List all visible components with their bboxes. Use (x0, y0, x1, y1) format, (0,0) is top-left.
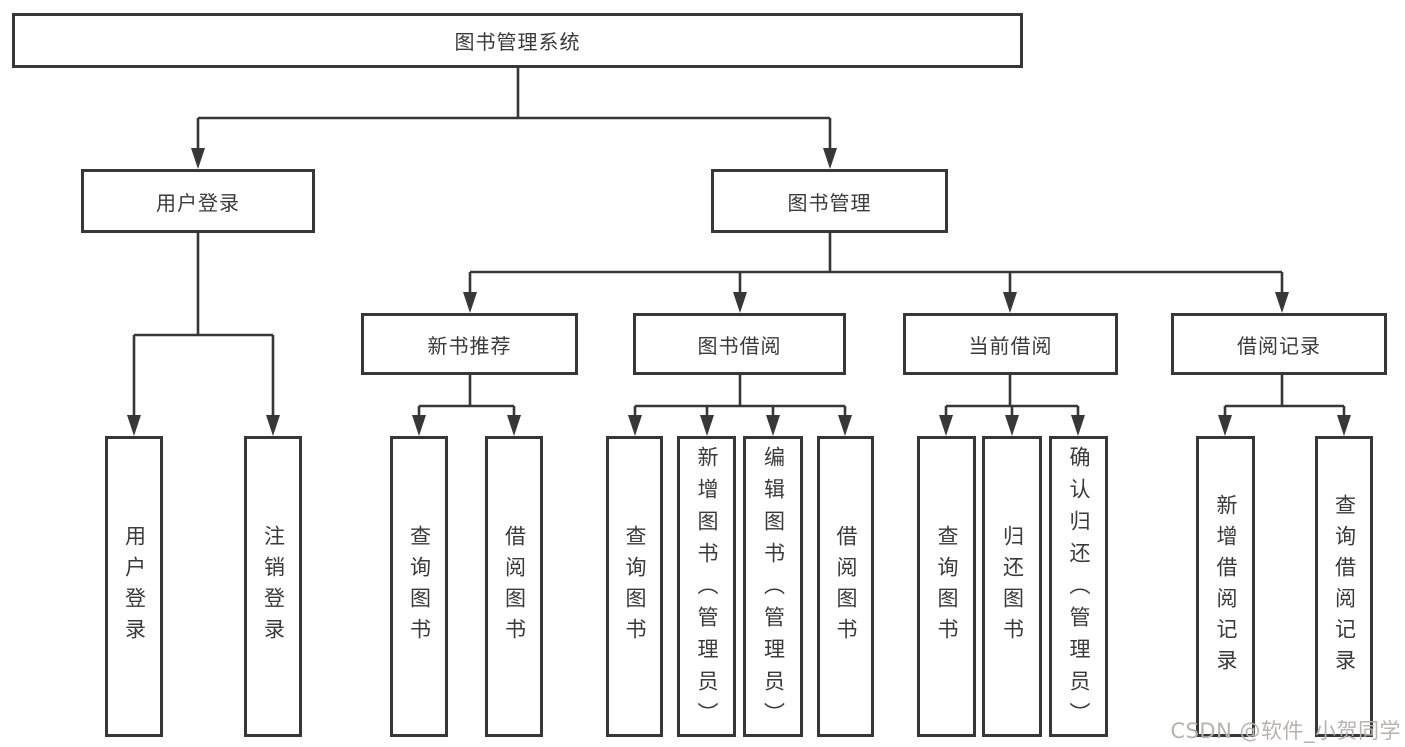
leaf-current-return-label: 归还图书 (1000, 524, 1025, 649)
node-new-book-rec-label: 新书推荐 (427, 333, 512, 358)
leaf-borrow-add: 新增图书（管理员） (677, 436, 736, 737)
node-current-borrow-label: 当前借阅 (968, 333, 1053, 358)
leaf-user-login: 用户登录 (105, 436, 163, 737)
leaf-newbook-query-label: 查询图书 (407, 524, 432, 649)
node-book-mgmt: 图书管理 (711, 169, 948, 233)
node-book-borrow: 图书借阅 (633, 313, 846, 375)
leaf-borrow-edit: 编辑图书（管理员） (743, 436, 803, 737)
node-borrow-record: 借阅记录 (1171, 313, 1387, 375)
connector-lines (132, 68, 1346, 420)
node-user-login-label: 用户登录 (156, 190, 240, 215)
leaf-newbook-borrow: 借阅图书 (485, 436, 543, 737)
node-user-login: 用户登录 (81, 169, 315, 233)
leaf-borrow-query: 查询图书 (606, 436, 663, 737)
leaf-user-login-label: 用户登录 (122, 524, 147, 649)
leaf-record-add-label: 新增借阅记录 (1214, 493, 1239, 680)
leaf-current-query-label: 查询图书 (935, 524, 960, 649)
leaf-current-query: 查询图书 (917, 436, 976, 737)
leaf-logout: 注销登录 (244, 436, 302, 737)
node-root-label: 图书管理系统 (454, 30, 581, 54)
leaf-current-confirm: 确认归还（管理员） (1049, 436, 1108, 737)
leaf-newbook-borrow-label: 借阅图书 (502, 524, 527, 649)
leaf-borrow-borrow-label: 借阅图书 (834, 524, 859, 649)
leaf-borrow-borrow: 借阅图书 (817, 436, 874, 737)
leaf-record-add: 新增借阅记录 (1196, 436, 1255, 737)
leaf-record-query-label: 查询借阅记录 (1332, 493, 1357, 680)
arrowheads (127, 148, 1351, 436)
node-new-book-rec: 新书推荐 (361, 313, 578, 375)
leaf-record-query: 查询借阅记录 (1315, 436, 1373, 737)
leaf-borrow-add-label: 新增图书（管理员） (695, 446, 720, 734)
leaf-current-return: 归还图书 (982, 436, 1042, 737)
node-book-mgmt-label: 图书管理 (787, 190, 872, 215)
node-borrow-record-label: 借阅记录 (1237, 333, 1321, 358)
node-current-borrow: 当前借阅 (903, 313, 1118, 375)
node-book-borrow-label: 图书借阅 (697, 333, 782, 358)
leaf-logout-label: 注销登录 (261, 524, 286, 649)
leaf-borrow-edit-label: 编辑图书（管理员） (761, 446, 786, 734)
watermark: CSDN @软件_小贺同学 (1170, 719, 1401, 743)
leaf-newbook-query: 查询图书 (390, 436, 448, 737)
node-root: 图书管理系统 (12, 13, 1023, 68)
leaf-borrow-query-label: 查询图书 (623, 524, 648, 649)
leaf-current-confirm-label: 确认归还（管理员） (1067, 446, 1092, 734)
